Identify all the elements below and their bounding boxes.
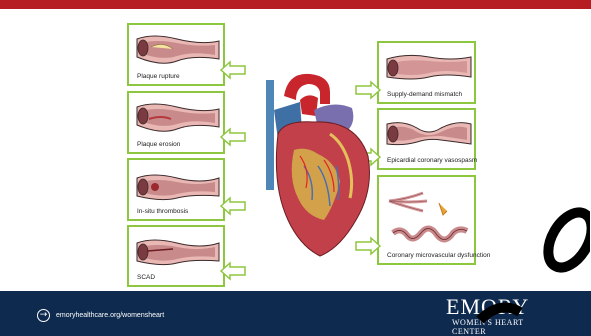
hollow-arrow-icon [220, 196, 246, 216]
panel-supply-demand-mismatch: Supply-demand mismatch [377, 41, 476, 104]
panel-caption: Supply-demand mismatch [387, 91, 462, 98]
panel-plaque-erosion: Plaque erosion [127, 91, 225, 154]
footer-link[interactable]: → emoryhealthcare.org/womensheart [37, 309, 164, 322]
artery-illustration [133, 164, 221, 208]
hollow-arrow-icon [220, 127, 246, 147]
artery-illustration [133, 97, 221, 141]
panel-plaque-rupture: Plaque rupture [127, 23, 225, 86]
artery-illustration [383, 47, 473, 91]
panel-caption: In-situ thrombosis [137, 208, 188, 215]
panel-caption: Epicardial coronary vasospasm [387, 157, 477, 164]
panel-caption: SCAD [137, 274, 155, 281]
artery-illustration [133, 231, 221, 275]
artery-illustration [133, 29, 221, 73]
panel-caption: Plaque erosion [137, 141, 180, 148]
panel-coronary-microvascular-dysfunction: Coronary microvascular dysfunction [377, 175, 476, 265]
panel-epicardial-vasospasm: Epicardial coronary vasospasm [377, 108, 476, 170]
hollow-arrow-icon [220, 261, 246, 281]
heart-illustration [244, 70, 376, 260]
panel-scad: SCAD [127, 225, 225, 287]
microvessel-illustration [383, 181, 473, 255]
logo-subtitle-line2: CENTER [452, 327, 486, 336]
panel-in-situ-thrombosis: In-situ thrombosis [127, 158, 225, 221]
logo-main-text: EMORY [446, 296, 529, 318]
emory-logo: EMORY WOMEN'S HEART CENTER [446, 296, 566, 336]
footer-link-text: emoryhealthcare.org/womensheart [56, 312, 164, 319]
logo-subtitle-line1: WOMEN'S HEART [452, 318, 524, 327]
top-accent-bar [0, 0, 591, 9]
hollow-arrow-icon [220, 60, 246, 80]
artery-illustration [383, 114, 473, 158]
panel-caption: Plaque rupture [137, 73, 180, 80]
panel-caption: Coronary microvascular dysfunction [387, 252, 490, 259]
circle-arrow-right-icon: → [37, 309, 50, 322]
